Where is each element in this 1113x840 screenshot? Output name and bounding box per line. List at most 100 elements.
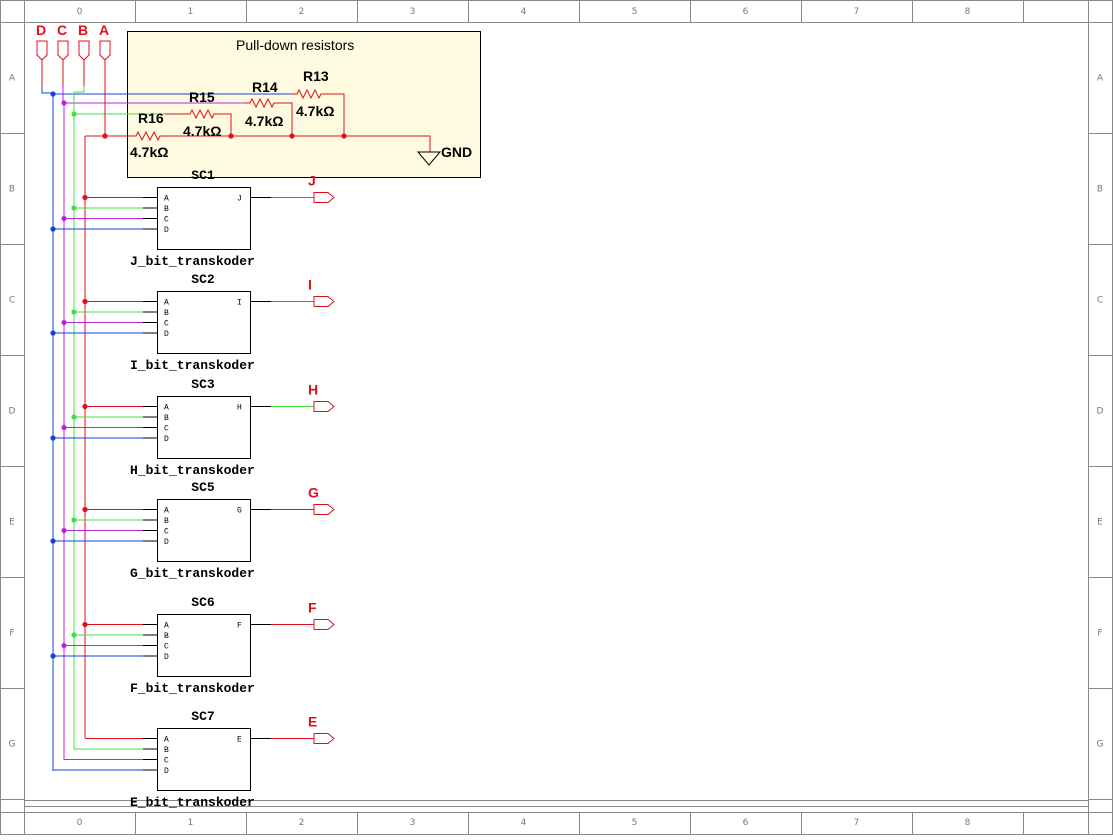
junction-a (82, 298, 88, 305)
ruler-right-row-B: B (1097, 185, 1103, 195)
resistor-r15-name: R15 (189, 89, 215, 105)
resistor-r15: R15 4.7kΩ (183, 89, 221, 139)
output-port[interactable] (313, 733, 335, 744)
output-label: F (308, 600, 317, 616)
ruler-top-col-4: 4 (521, 7, 527, 17)
pin-label-b: B (164, 517, 169, 526)
pin-label-a: A (164, 299, 169, 308)
pin-label-c: C (164, 528, 169, 537)
junction-c (61, 424, 67, 431)
input-port-d: D (36, 22, 48, 86)
input-ports: D C B A (36, 22, 111, 86)
junction-c (61, 215, 67, 222)
junction-dot (102, 133, 108, 139)
pin-label-c: C (164, 757, 169, 766)
subcircuit-blocks: SC1J_bit_transkoderABCDJJSC2I_bit_transk… (53, 168, 335, 810)
junction-d (50, 538, 56, 544)
pulldown-title: Pull-down resistors (236, 37, 354, 53)
input-label-a: A (99, 22, 109, 38)
ruler-top-col-7: 7 (854, 7, 860, 17)
ruler-top-col-2: 2 (299, 7, 305, 17)
subcircuit-body[interactable] (157, 728, 251, 791)
junction-dot (341, 133, 347, 139)
ruler-bottom-col-7: 7 (854, 818, 860, 828)
subcircuit-ref: SC7 (191, 709, 214, 724)
junction-dot (289, 133, 295, 139)
junction-dot (61, 100, 67, 106)
junction-dot (50, 91, 56, 97)
subcircuit-name: I_bit_transkoder (130, 358, 255, 373)
output-label: G (308, 485, 319, 501)
pin-label-out: I (237, 299, 242, 308)
pin-label-b: B (164, 746, 169, 755)
subcircuit-ref: SC2 (191, 272, 215, 287)
ruler-top-col-6: 6 (743, 7, 749, 17)
pin-label-a: A (164, 622, 169, 631)
subcircuit-body[interactable] (157, 291, 251, 354)
ruler-bottom-col-0: 0 (77, 818, 83, 828)
subcircuit-body[interactable] (157, 614, 251, 677)
junction-a (82, 621, 88, 628)
junction-b (71, 414, 77, 420)
pin-label-a: A (164, 404, 169, 413)
output-port[interactable] (313, 401, 335, 412)
ruler-left-row-A: A (9, 74, 16, 84)
pin-label-out: F (237, 622, 242, 631)
ruler-right-row-C: C (1097, 296, 1103, 306)
junction-b (71, 205, 77, 211)
ruler-top-col-8: 8 (965, 7, 971, 17)
subcircuit-body[interactable] (157, 499, 251, 562)
input-port-a: A (99, 22, 111, 86)
ruler-left-row-F: F (9, 629, 14, 639)
ruler-bottom-col-1: 1 (188, 818, 194, 828)
junction-a (82, 506, 88, 513)
resistor-r16-name: R16 (138, 110, 164, 126)
output-port[interactable] (313, 192, 335, 203)
ruler-left-row-E: E (9, 518, 15, 528)
output-port[interactable] (313, 504, 335, 515)
ruler-bottom-col-6: 6 (743, 818, 749, 828)
subcircuit-name: E_bit_transkoder (130, 795, 255, 810)
output-port[interactable] (313, 619, 335, 630)
subcircuit-body[interactable] (157, 396, 251, 459)
junction-d (50, 435, 56, 441)
junction-c (61, 319, 67, 326)
subcircuit-name: H_bit_transkoder (130, 463, 255, 478)
pin-label-out: E (237, 736, 242, 745)
ruler-bottom-col-4: 4 (521, 818, 527, 828)
subcircuit-name: G_bit_transkoder (130, 566, 255, 581)
ruler-left-row-G: G (9, 740, 16, 750)
resistor-r13: R13 4.7kΩ (296, 68, 334, 119)
ruler-left-row-B: B (9, 185, 15, 195)
resistor-r13-value: 4.7kΩ (296, 103, 334, 119)
junction-dot (228, 133, 234, 139)
ruler-bottom-col-8: 8 (965, 818, 971, 828)
resistor-r13-name: R13 (303, 68, 329, 84)
pin-label-out: J (237, 195, 242, 204)
ruler-right-row-A: A (1097, 74, 1104, 84)
subcircuit-body[interactable] (157, 187, 251, 250)
subcircuit-ref: SC5 (191, 480, 215, 495)
output-label: I (308, 277, 312, 293)
pin-label-b: B (164, 414, 169, 423)
pin-label-b: B (164, 205, 169, 214)
junction-a (82, 403, 88, 410)
output-label: J (308, 173, 316, 189)
pin-label-d: D (164, 653, 169, 662)
resistor-r16: R16 4.7kΩ (130, 110, 168, 160)
ruler-bottom-col-3: 3 (410, 818, 416, 828)
output-label: H (308, 382, 318, 398)
pin-label-a: A (164, 507, 169, 516)
resistor-r14-value: 4.7kΩ (245, 113, 283, 129)
junction-d (50, 653, 56, 659)
pin-label-d: D (164, 767, 169, 776)
output-port[interactable] (313, 296, 335, 307)
